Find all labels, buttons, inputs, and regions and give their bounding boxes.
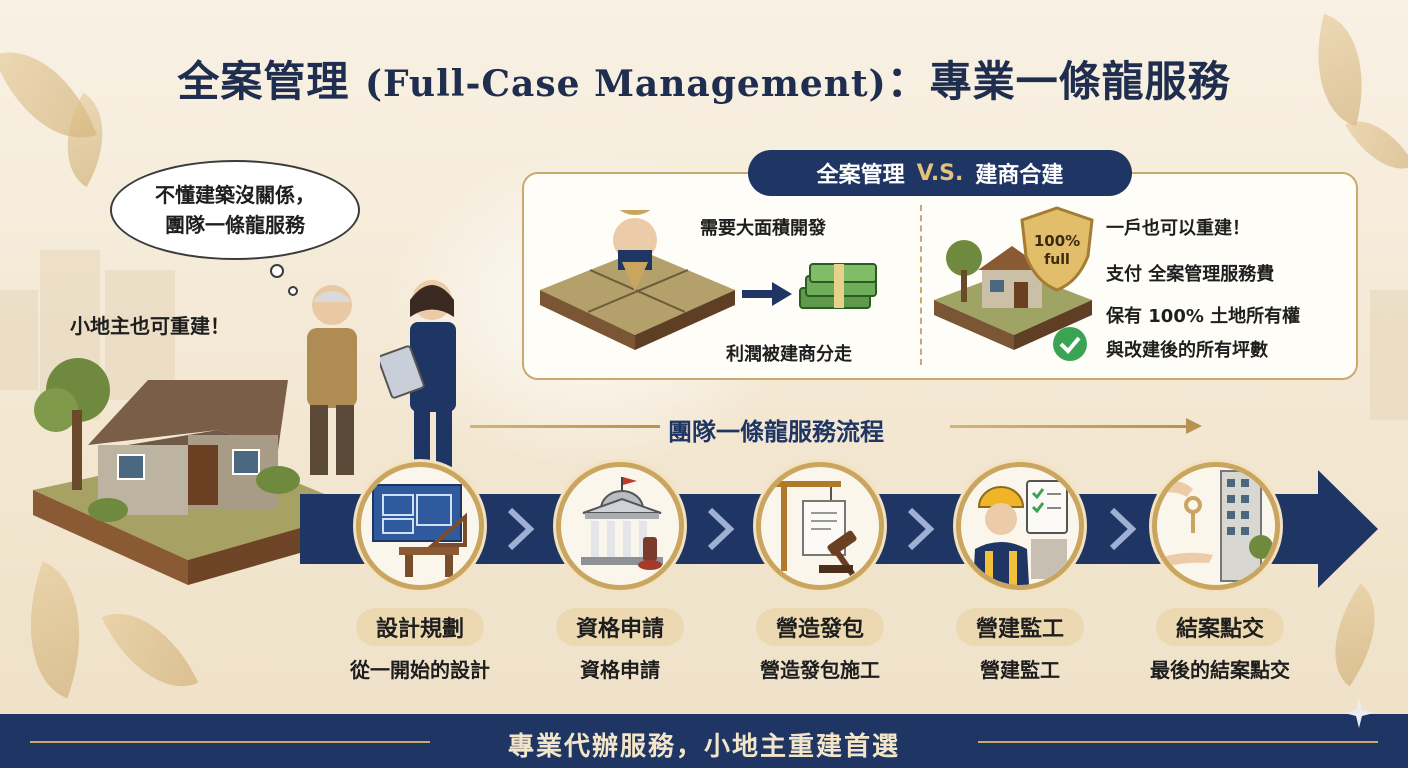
step-desc-design: 從一開始的設計 xyxy=(350,658,490,682)
shield-icon xyxy=(1020,206,1094,292)
page-title: 全案管理 (Full-Case Management)：專業一條龍服務 xyxy=(0,48,1408,109)
city-silhouette xyxy=(0,290,38,390)
step-label-design: 設計規劃 xyxy=(355,608,485,646)
header-full-case: 全案管理 xyxy=(816,163,905,188)
step-desc-contracting: 營造發包施工 xyxy=(760,658,880,682)
city-silhouette xyxy=(1370,290,1408,420)
flow-title-line-right xyxy=(950,425,1190,428)
government-building-icon xyxy=(581,477,663,570)
step-contracting-circle xyxy=(756,462,884,590)
worker-checklist-icon xyxy=(973,480,1068,585)
step-handover-circle xyxy=(1152,462,1280,590)
footer-tagline: 專業代辦服務，小地主重建首選 xyxy=(507,732,900,762)
flow-title: 團隊一條龍服務流程 xyxy=(668,418,884,446)
title-zh-left: 全案管理 xyxy=(177,57,365,106)
header-vs: V.S. xyxy=(916,160,964,186)
thought-bubble: 不懂建築沒關係， 團隊一條龍服務 xyxy=(110,160,360,260)
step-desc-application: 資格申請 xyxy=(580,658,660,682)
consultant-figure xyxy=(380,280,456,480)
need-large-area-text: 需要大面積開發 xyxy=(700,218,826,239)
sparkle-icon xyxy=(1344,698,1374,728)
city-silhouette xyxy=(105,270,175,400)
step-supervision-circle xyxy=(956,462,1084,590)
bubble-tail xyxy=(270,264,284,278)
footer-line-right xyxy=(978,741,1378,743)
small-owner-label: 小地主也可重建！ xyxy=(70,314,230,338)
crane-gavel-icon xyxy=(771,481,857,577)
step-desc-handover: 最後的結案點交 xyxy=(1150,658,1290,682)
bubble-line-2: 團隊一條龍服務 xyxy=(165,213,305,237)
title-en: (Full-Case Management) xyxy=(364,63,887,105)
flow-title-line-left xyxy=(470,425,660,428)
step-label-application: 資格申請 xyxy=(555,608,685,646)
elderly-owner-figure xyxy=(307,285,357,475)
shield-text-100: 100% xyxy=(1033,232,1081,250)
profit-taken-text: 利潤被建商分走 xyxy=(726,344,852,365)
chevron-right-icon xyxy=(1109,507,1137,551)
process-band-arrowhead xyxy=(1318,470,1378,588)
footer-line-left xyxy=(30,741,430,743)
blueprint-icon xyxy=(372,484,467,577)
step-label-contracting: 營造發包 xyxy=(755,608,885,646)
keep-land-ownership-text: 保有 100% 土地所有權 xyxy=(1106,306,1301,327)
header-builder: 建商合建 xyxy=(975,163,1064,188)
step-label-handover: 結案點交 xyxy=(1155,608,1285,646)
money-stack-icon xyxy=(799,263,877,309)
comparison-header: 全案管理 V.S. 建商合建 xyxy=(748,150,1132,196)
leaf-decoration xyxy=(1308,583,1402,687)
leaf-decoration xyxy=(101,592,199,708)
pay-management-fee-text: 支付 全案管理服務費 xyxy=(1106,264,1275,285)
chevron-right-icon xyxy=(707,507,735,551)
arrow-right-icon xyxy=(742,282,792,306)
divided-land-illustration xyxy=(540,210,735,350)
chevron-right-icon xyxy=(507,507,535,551)
keys-building-icon xyxy=(1157,470,1273,582)
flow-arrow-head-icon xyxy=(1186,418,1202,434)
panel-divider xyxy=(920,205,922,365)
step-label-supervision: 營建監工 xyxy=(955,608,1085,646)
check-icon xyxy=(1053,327,1087,361)
step-application-circle xyxy=(556,462,684,590)
bubble-line-1: 不懂建築沒關係， xyxy=(155,183,315,207)
step-design-circle xyxy=(356,462,484,590)
title-zh-right: ：專業一條龍服務 xyxy=(886,57,1231,106)
shield-text-full: full xyxy=(1044,252,1070,268)
chevron-right-icon xyxy=(907,507,935,551)
step-desc-supervision: 營建監工 xyxy=(980,658,1060,682)
bubble-tail xyxy=(288,286,298,296)
one-unit-rebuild-text: 一戶也可以重建！ xyxy=(1106,218,1250,239)
keep-floor-area-text: 與改建後的所有坪數 xyxy=(1106,340,1268,361)
